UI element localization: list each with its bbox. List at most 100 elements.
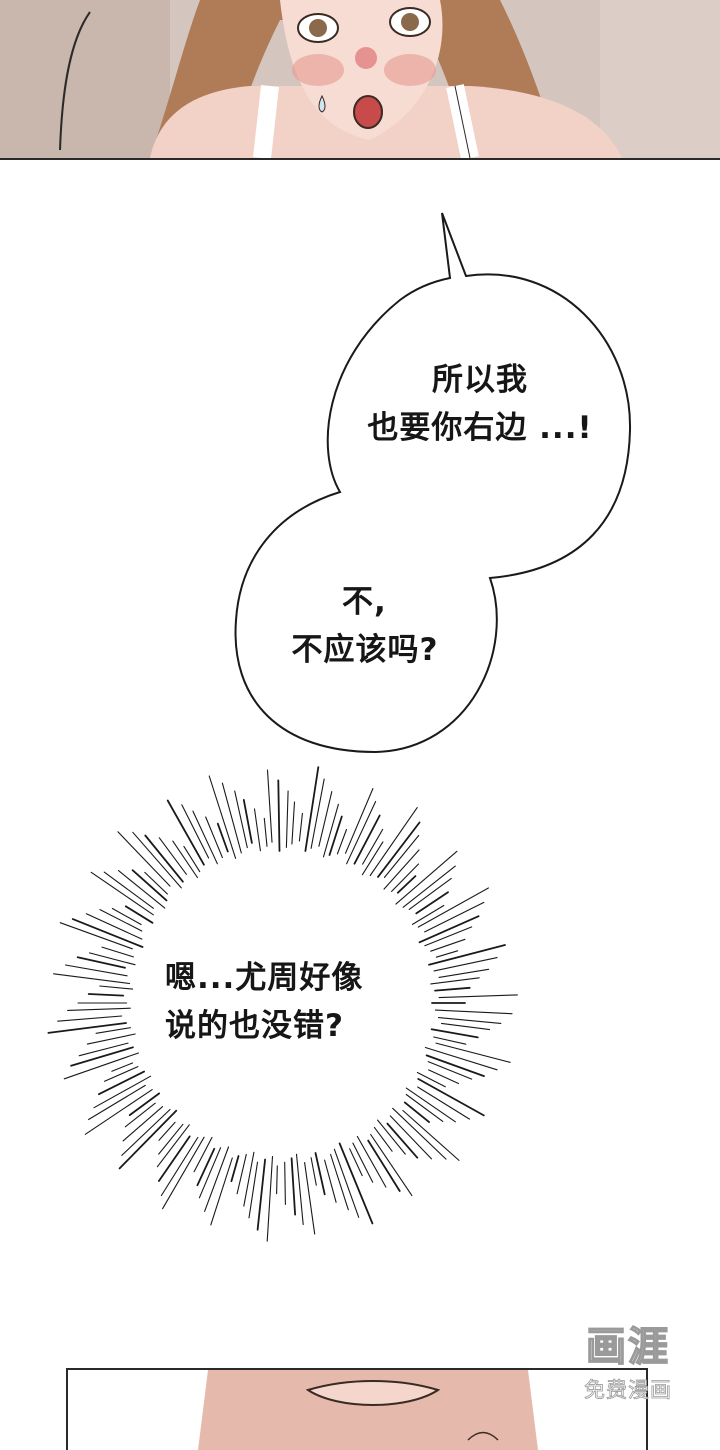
burst-line bbox=[433, 1036, 467, 1045]
burst-line bbox=[425, 1054, 485, 1077]
burst-line bbox=[304, 1161, 316, 1235]
burst-line bbox=[361, 841, 384, 876]
burst-line bbox=[204, 1146, 230, 1212]
burst-line bbox=[193, 1136, 213, 1173]
burst-line bbox=[291, 801, 296, 845]
burst-line bbox=[389, 1115, 433, 1160]
burst-line bbox=[63, 1052, 139, 1080]
burst-line bbox=[276, 1165, 278, 1195]
burst-line bbox=[356, 1135, 387, 1188]
speech-bubble-outline bbox=[234, 212, 632, 754]
burst-line bbox=[391, 863, 420, 892]
burst-line bbox=[205, 816, 223, 859]
burst-line bbox=[132, 831, 182, 889]
burst-line bbox=[440, 1022, 491, 1031]
burst-line bbox=[284, 1161, 286, 1205]
burst-line bbox=[370, 1133, 413, 1197]
burst-line bbox=[405, 1087, 456, 1123]
burst-line bbox=[434, 986, 471, 992]
burst-line bbox=[87, 993, 125, 997]
burst-line bbox=[98, 1070, 146, 1096]
burst-line bbox=[183, 845, 201, 873]
burst-line bbox=[383, 849, 420, 890]
top-panel bbox=[0, 0, 720, 160]
burst-line bbox=[433, 957, 498, 972]
burst-line bbox=[117, 870, 166, 909]
burst-line bbox=[277, 779, 281, 852]
burst-line bbox=[405, 1093, 444, 1122]
burst-line bbox=[95, 1027, 131, 1034]
burst-line bbox=[304, 766, 320, 852]
burst-line bbox=[47, 1022, 127, 1034]
burst-line bbox=[333, 1148, 360, 1218]
burst-line bbox=[90, 871, 154, 916]
burst-line bbox=[310, 778, 325, 849]
burst-line bbox=[430, 977, 480, 985]
burst-line bbox=[208, 775, 237, 859]
burst-line bbox=[417, 887, 489, 928]
burst-line bbox=[104, 1066, 139, 1082]
burst-line bbox=[256, 1158, 267, 1231]
burst-line bbox=[417, 1086, 471, 1120]
burst-line bbox=[417, 1078, 485, 1117]
burst-line bbox=[395, 850, 458, 905]
burst-line bbox=[353, 814, 381, 865]
burst-line bbox=[234, 790, 248, 849]
lips bbox=[305, 1380, 441, 1406]
bubble-bottom-line1: 不, bbox=[342, 584, 387, 620]
burst-line bbox=[377, 1119, 406, 1155]
burst-line bbox=[122, 1106, 164, 1142]
burst-line bbox=[435, 950, 459, 958]
burst-line bbox=[290, 1157, 297, 1216]
burst-line bbox=[396, 875, 417, 894]
burst-line bbox=[67, 1007, 131, 1011]
burst-line bbox=[298, 812, 303, 842]
burst-line bbox=[415, 891, 449, 915]
bubble-top-text: 所以我 也要你右边 ...! bbox=[330, 356, 630, 452]
bubble-bottom-line2: 不应该吗? bbox=[291, 632, 439, 668]
burst-line bbox=[352, 1142, 374, 1183]
burst-line bbox=[428, 1069, 460, 1085]
burst-line bbox=[428, 944, 506, 966]
burst-line bbox=[71, 918, 144, 948]
speech-bubble bbox=[234, 212, 632, 754]
burst-line bbox=[434, 1009, 513, 1015]
burst-line bbox=[166, 799, 205, 866]
burst-line bbox=[101, 946, 134, 958]
hair bbox=[150, 0, 560, 158]
burst-line bbox=[84, 1089, 153, 1135]
burst-line bbox=[263, 817, 268, 847]
burst-line bbox=[99, 909, 143, 932]
burst-line bbox=[430, 1028, 479, 1039]
burst-line bbox=[369, 807, 418, 877]
burst-line bbox=[424, 926, 473, 947]
burst-line bbox=[362, 828, 384, 865]
burst-line bbox=[266, 1155, 274, 1242]
burst-line bbox=[408, 877, 452, 910]
burst-line bbox=[248, 1161, 259, 1219]
burst-line bbox=[111, 907, 142, 926]
burst-line bbox=[158, 1123, 184, 1155]
watermark: 画涯 免费漫画 bbox=[566, 1318, 690, 1418]
burst-line bbox=[346, 800, 377, 865]
burst-line bbox=[221, 782, 242, 854]
burst-line bbox=[242, 799, 253, 844]
burst-line bbox=[438, 994, 518, 999]
burst-line bbox=[88, 1084, 146, 1121]
burst-line bbox=[124, 905, 154, 924]
burst-line bbox=[59, 922, 133, 950]
couch-line bbox=[59, 11, 91, 151]
burst-line bbox=[121, 1108, 171, 1156]
burst-line bbox=[162, 1136, 205, 1210]
bottom-panel bbox=[66, 1368, 648, 1450]
burst-line bbox=[76, 956, 126, 969]
burst-line bbox=[85, 913, 143, 940]
burst-line bbox=[64, 964, 128, 977]
burst-line bbox=[349, 1148, 363, 1177]
burst-line bbox=[427, 1061, 473, 1080]
burst-line bbox=[118, 1109, 178, 1170]
burst-line bbox=[172, 840, 198, 879]
burst-line bbox=[160, 1136, 199, 1197]
burst-line bbox=[192, 810, 218, 865]
burst-line bbox=[196, 1147, 216, 1187]
